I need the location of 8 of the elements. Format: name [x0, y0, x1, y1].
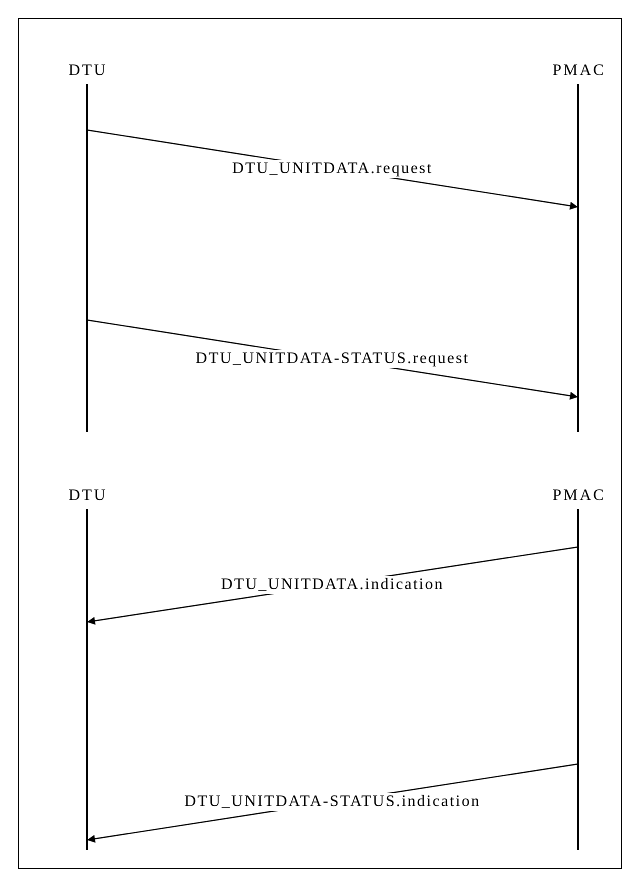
participant-label: PMAC	[552, 487, 606, 505]
participant-label: PMAC	[552, 62, 606, 80]
lifeline	[550, 487, 606, 850]
lifeline	[66, 62, 108, 432]
participant-label: DTU	[68, 62, 108, 80]
participant-label: DTU	[68, 487, 108, 505]
lifeline	[66, 487, 108, 850]
lifeline	[550, 62, 606, 432]
